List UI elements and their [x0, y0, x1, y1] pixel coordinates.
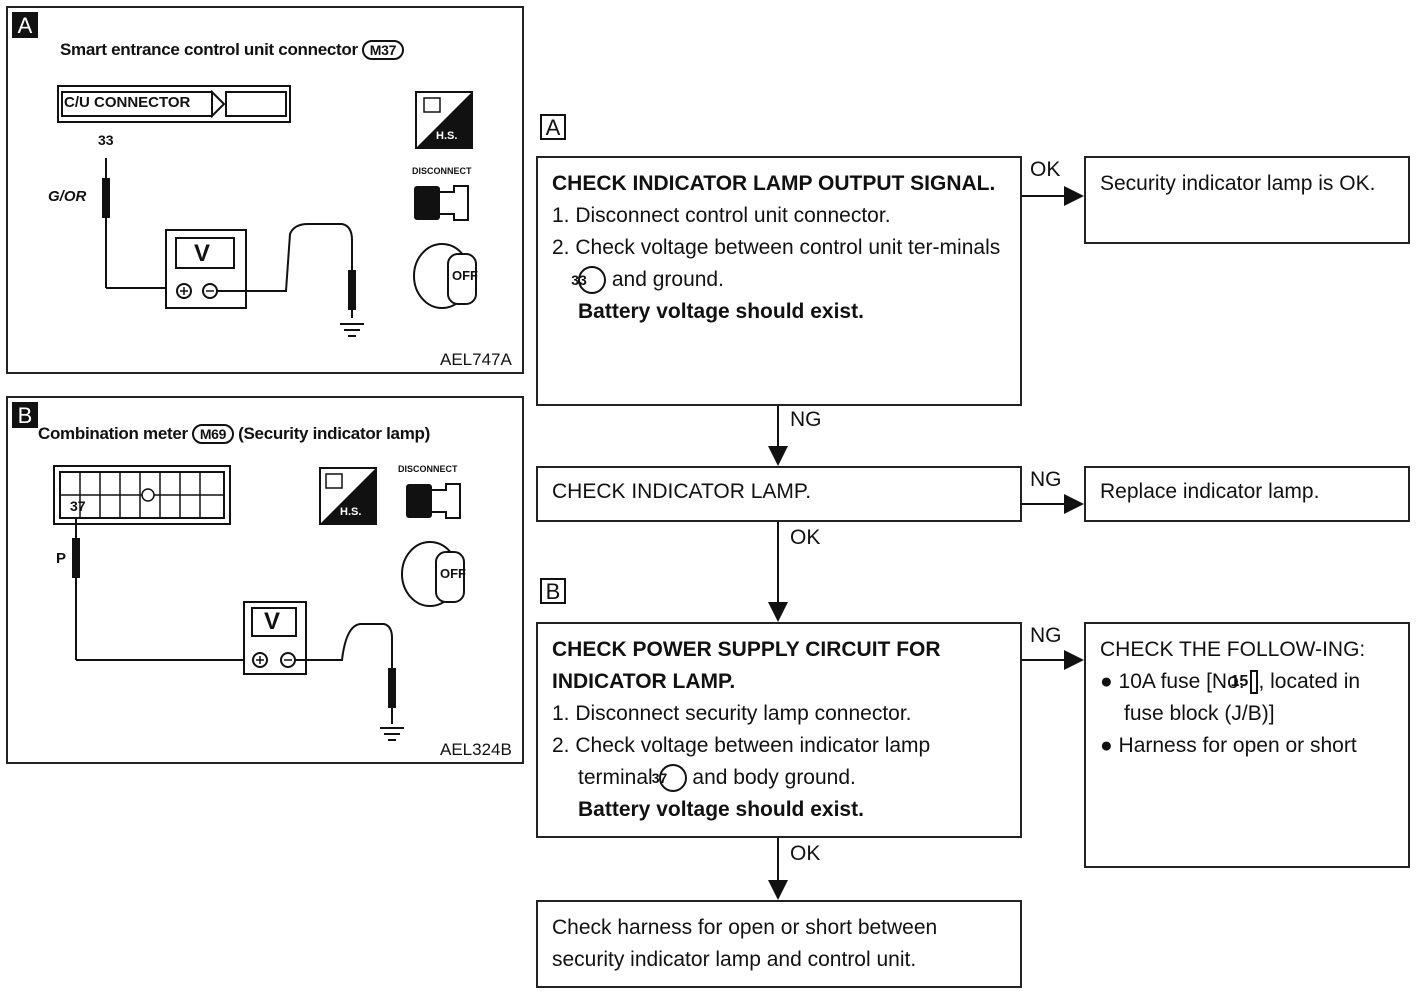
panel-b-wiring-diagram: [53, 465, 465, 741]
step3-ng-bullet-fuse: ● 10A fuse [No. 15, located in fuse bloc…: [1100, 666, 1394, 730]
panel-a-title-text: Smart entrance control unit connector: [60, 40, 358, 59]
step1-item1: 1. Disconnect control unit connector.: [552, 204, 891, 227]
step3-title: CHECK POWER SUPPLY CIRCUIT FOR INDICATOR…: [552, 638, 941, 693]
step2-ng-label: NG: [1030, 468, 1062, 491]
step3-item2: 2. Check voltage between indicator lamp …: [552, 730, 1006, 794]
panel-b-tag: B: [12, 402, 38, 428]
panel-a-wiring-diagram: [57, 85, 477, 337]
off-key-icon-label-b: OFF: [440, 566, 466, 581]
step4-box: Check harness for open or short between …: [536, 900, 1022, 988]
flow-tag-a: A: [540, 114, 566, 140]
step1-item2-suffix: and ground.: [611, 268, 724, 291]
step3-ng-result-box: CHECK THE FOLLOW-ING: ● 10A fuse [No. 15…: [1084, 622, 1410, 868]
panel-b-terminal-number: 37: [70, 498, 86, 514]
step2-ok-label: OK: [790, 526, 821, 549]
disconnect-icon-label-b: DISCONNECT: [398, 464, 458, 474]
step3-terminal: 37: [652, 764, 687, 793]
panel-b-meter-label: V: [264, 608, 281, 635]
step3-result: Battery voltage should exist.: [578, 798, 864, 821]
bullet-icon: ●: [1100, 670, 1119, 693]
step3-item2-text: 2. Check voltage between indicator lamp …: [552, 734, 931, 789]
panel-b-title-suffix: (Security indicator lamp): [238, 424, 430, 443]
off-key-icon-label: OFF: [452, 268, 478, 283]
panel-a-meter-label: V: [194, 240, 211, 267]
disconnect-icon-label: DISCONNECT: [412, 166, 472, 176]
step1-ok-label: OK: [1030, 158, 1061, 181]
bullet-icon: ●: [1100, 734, 1119, 757]
step3-item1: 1. Disconnect security lamp connector.: [552, 702, 912, 725]
fuse-text: 10A fuse [No.: [1118, 670, 1245, 693]
step1-title: CHECK INDICATOR LAMP OUTPUT SIGNAL.: [552, 172, 996, 195]
step2-ng-result-box: Replace indicator lamp.: [1084, 466, 1410, 522]
step3-ng-title: CHECK THE FOLLOW-ING:: [1100, 638, 1366, 661]
panel-b-connector-code: M69: [191, 424, 235, 444]
step1-result: Battery voltage should exist.: [578, 300, 864, 323]
panel-a-tag: A: [12, 12, 38, 38]
step3-box: CHECK POWER SUPPLY CIRCUIT FOR INDICATOR…: [536, 622, 1022, 838]
fuse-location: , located in fuse block (J/B)]: [1124, 670, 1361, 725]
step1-ng-label: NG: [790, 408, 822, 431]
panel-b-wire-color: P: [56, 550, 67, 567]
step1-ok-result-box: Security indicator lamp is OK.: [1084, 156, 1410, 244]
flow-tag-b: B: [540, 578, 566, 604]
panel-b-figure-code: AEL324B: [440, 740, 512, 759]
harness-text: Harness for open or short: [1118, 734, 1357, 757]
hs-icon-label: H.S.: [436, 130, 458, 142]
panel-a-wire-color: G/OR: [48, 188, 87, 205]
panel-a-connector-label: C/U CONNECTOR: [64, 94, 191, 111]
step3-ng-bullet-harness: ● Harness for open or short: [1100, 730, 1394, 762]
panel-a-terminal-number: 33: [98, 132, 114, 148]
step1-item2: 2. Check voltage between control unit te…: [552, 232, 1006, 296]
step1-terminal: 33: [571, 266, 606, 295]
step3-ng-label: NG: [1030, 624, 1062, 647]
panel-a-figure-code: AEL747A: [440, 350, 512, 369]
fuse-number: 15: [1230, 670, 1259, 695]
step2-box: CHECK INDICATOR LAMP.: [536, 466, 1022, 522]
step1-item2-text: 2. Check voltage between control unit te…: [552, 236, 1001, 259]
step3-ok-label: OK: [790, 842, 821, 865]
step1-box: CHECK INDICATOR LAMP OUTPUT SIGNAL. 1. D…: [536, 156, 1022, 406]
panel-a-connector-code: M37: [361, 40, 405, 60]
step3-item2-suffix: and body ground.: [692, 766, 856, 789]
hs-icon-label-b: H.S.: [340, 506, 362, 518]
panel-b-title-text: Combination meter: [38, 424, 188, 443]
